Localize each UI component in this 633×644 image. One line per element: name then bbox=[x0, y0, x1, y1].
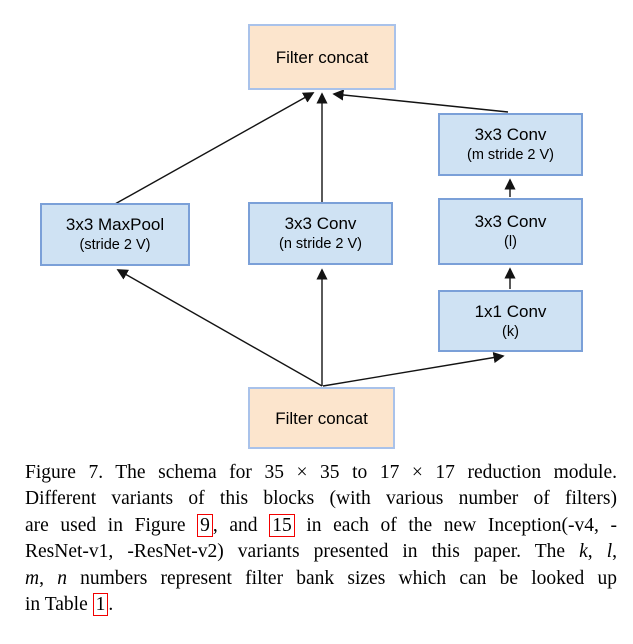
caption-line: Different variants of this blocks (with … bbox=[25, 486, 617, 512]
caption-text: to bbox=[339, 462, 380, 483]
node-label: Filter concat bbox=[275, 408, 368, 428]
caption-text: , bbox=[587, 541, 607, 563]
arrow-bottom-concat-to-conv-k bbox=[322, 352, 505, 387]
caption-text: . bbox=[108, 594, 114, 616]
node-conv-l: 3x3 Conv (l) bbox=[438, 198, 583, 265]
caption-text: , and bbox=[212, 514, 270, 536]
variable-m: m bbox=[25, 567, 40, 589]
caption-text: are used in Figure bbox=[25, 514, 198, 536]
node-label: 3x3 Conv bbox=[474, 212, 547, 231]
variable-k: k bbox=[579, 541, 588, 563]
node-sublabel: (n stride 2 V) bbox=[279, 236, 362, 252]
node-sublabel: (k) bbox=[502, 323, 519, 340]
node-maxpool: 3x3 MaxPool (stride 2 V) bbox=[40, 203, 190, 266]
caption-text: reduction module. bbox=[454, 462, 618, 483]
node-label: 3x3 Conv bbox=[474, 125, 547, 144]
ref-link-table-1[interactable]: 1 bbox=[92, 593, 109, 617]
node-conv-n: 3x3 Conv (n stride 2 V) bbox=[248, 202, 393, 265]
variable-n: n bbox=[57, 567, 67, 589]
math-expression: 35 × 35 bbox=[264, 462, 340, 483]
node-label: Filter concat bbox=[275, 47, 369, 67]
caption-text: ResNet-v1, -ResNet-v2) variants presente… bbox=[25, 541, 580, 563]
caption-line: m, n numbers represent filter bank sizes… bbox=[25, 566, 617, 592]
caption-line: Figure 7. The schema for 35 × 35 to 17 ×… bbox=[25, 460, 617, 486]
caption-text: Figure 7. The schema for bbox=[25, 462, 265, 483]
caption-line: are used in Figure 9, and 15 in each of … bbox=[25, 513, 617, 539]
arrows-layer bbox=[114, 89, 516, 387]
ref-link-figure-15[interactable]: 15 bbox=[269, 513, 295, 537]
math-expression: 17 × 17 bbox=[379, 462, 455, 483]
node-label: 3x3 Conv bbox=[284, 214, 357, 233]
node-sublabel: (l) bbox=[504, 234, 517, 250]
variable-l: l bbox=[606, 541, 613, 563]
figure-caption: Figure 7. The schema for 35 × 35 to 17 ×… bbox=[25, 460, 617, 618]
arrow-maxpool-to-top-concat bbox=[114, 92, 315, 205]
arrow-conv-m-to-top-concat bbox=[332, 89, 509, 113]
ref-link-figure-9[interactable]: 9 bbox=[197, 513, 213, 537]
caption-text: Different variants of this blocks (with … bbox=[25, 488, 617, 510]
node-label: 3x3 MaxPool bbox=[65, 215, 165, 234]
node-conv-k: 1x1 Conv (k) bbox=[438, 290, 583, 352]
caption-line: in Table 1. bbox=[25, 592, 617, 618]
caption-text: , bbox=[612, 541, 618, 563]
node-filter-concat-bottom: Filter concat bbox=[248, 387, 395, 449]
node-sublabel: (stride 2 V) bbox=[79, 237, 151, 253]
node-sublabel: (m stride 2 V) bbox=[466, 147, 554, 163]
node-label: 1x1 Conv bbox=[474, 301, 547, 321]
caption-text: numbers represent filter bank sizes whic… bbox=[66, 567, 618, 589]
node-filter-concat-top: Filter concat bbox=[248, 24, 396, 90]
caption-text: in each of the new Inception(-v4, - bbox=[294, 514, 618, 536]
caption-line: ResNet-v1, -ResNet-v2) variants presente… bbox=[25, 539, 617, 565]
caption-text: in Table bbox=[25, 594, 93, 616]
node-conv-m: 3x3 Conv (m stride 2 V) bbox=[438, 113, 583, 176]
caption-text: , bbox=[39, 567, 58, 589]
arrow-bottom-concat-to-maxpool bbox=[116, 269, 323, 387]
